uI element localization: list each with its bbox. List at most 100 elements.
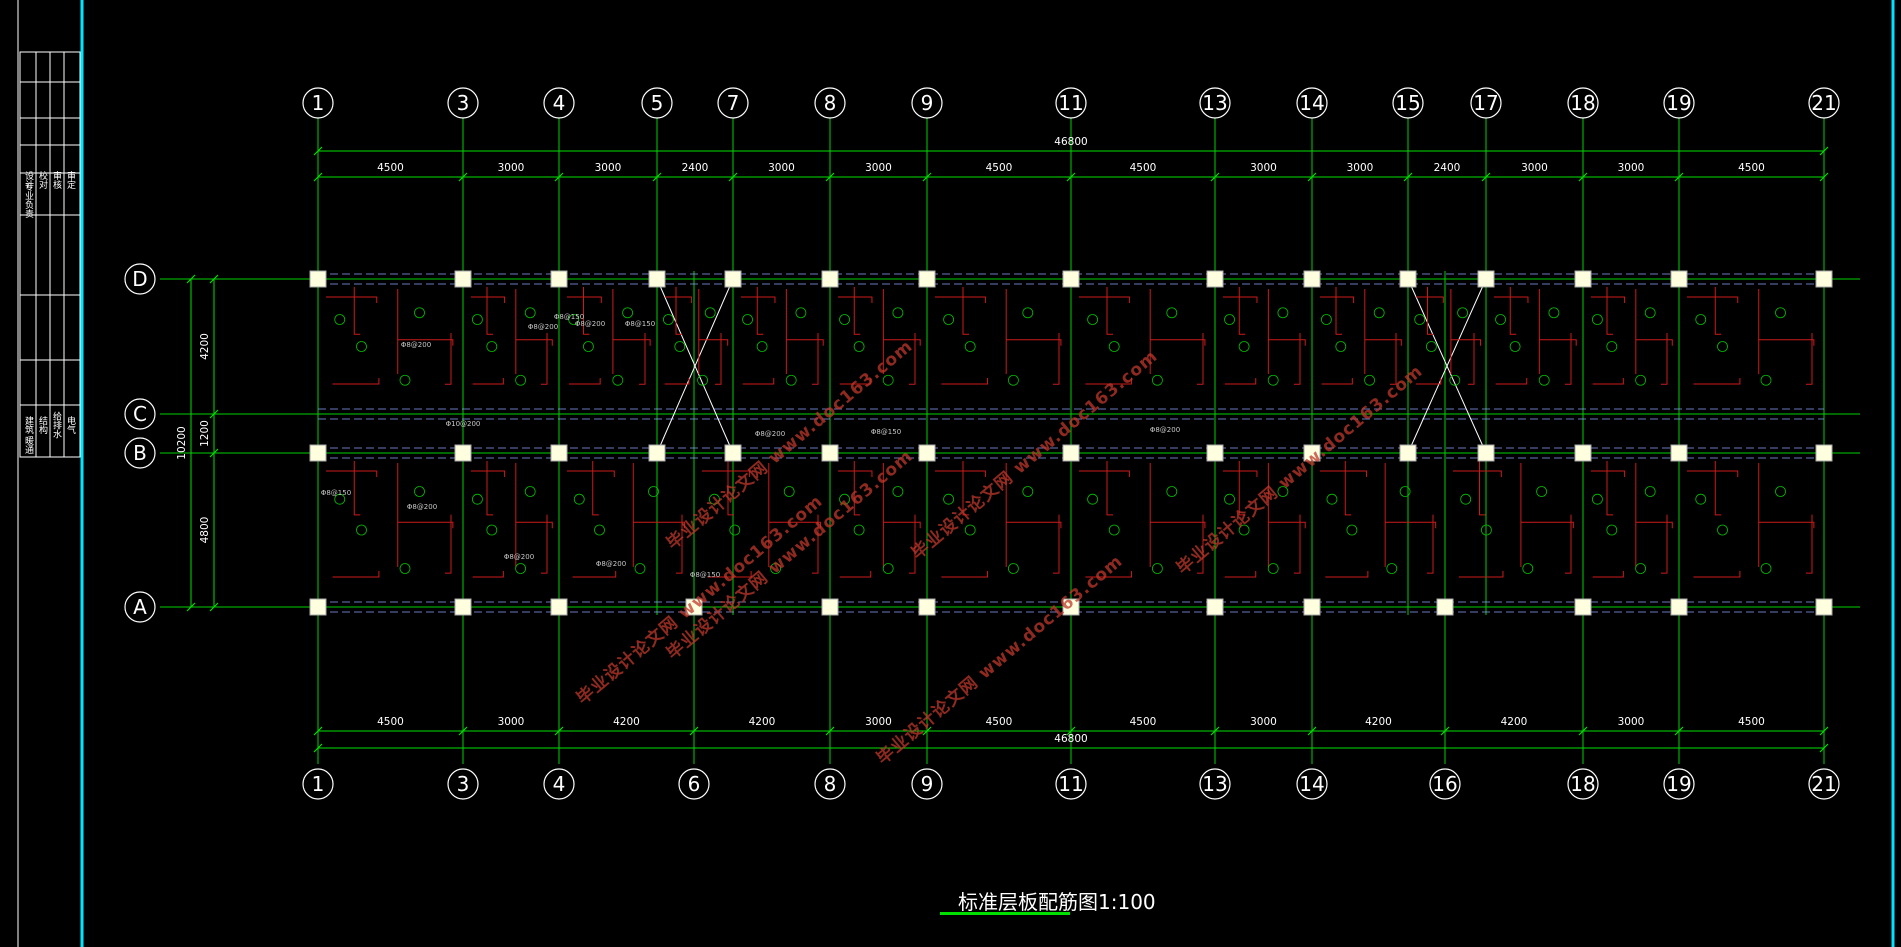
column — [1303, 270, 1321, 288]
dimension-tick — [554, 726, 564, 736]
column — [454, 270, 472, 288]
negative-rebar — [1661, 333, 1668, 385]
rebar-note: Φ8@200 — [1150, 426, 1180, 434]
negative-rebar — [486, 461, 493, 516]
negative-rebar — [471, 470, 506, 477]
axis-bubble — [814, 768, 846, 800]
rebar-id-marker — [729, 524, 741, 536]
negative-rebar — [715, 333, 722, 385]
axis-label: 8 — [824, 91, 837, 115]
column — [1815, 444, 1833, 462]
rebar-note: Φ8@200 — [504, 553, 534, 561]
negative-rebar — [675, 287, 682, 335]
title-block-label: 审定 — [65, 170, 76, 190]
title-block-label: 校对 — [37, 170, 48, 189]
rebar-note: Φ8@150 — [554, 313, 584, 321]
dimension-tick — [313, 146, 323, 156]
rebar-id-marker — [1522, 563, 1534, 574]
negative-rebar — [1321, 378, 1353, 385]
negative-rebar — [1592, 571, 1624, 578]
dimension-tick — [1578, 172, 1588, 182]
rebar-annotations: Φ8@150Φ8@200Φ8@200Φ10@200Φ8@200Φ8@150Φ8@… — [321, 313, 1180, 579]
span-dimension: 2400 — [1434, 162, 1461, 174]
negative-rebar — [1714, 461, 1722, 516]
axis-label: 5 — [651, 91, 664, 115]
negative-rebar — [1268, 521, 1306, 529]
rebar-id-marker — [964, 524, 976, 536]
span-dimension: 4500 — [986, 716, 1013, 728]
negative-rebar — [353, 287, 361, 335]
rebar-id-marker — [1238, 524, 1250, 536]
negative-rebar — [326, 296, 378, 303]
negative-rebar — [1450, 339, 1482, 346]
axis-bubble — [1567, 87, 1599, 119]
rebar-id-marker — [1414, 314, 1426, 325]
negative-rebar — [1458, 571, 1504, 578]
negative-rebar — [676, 514, 683, 574]
rebar-id-marker — [1346, 524, 1358, 536]
rebar-note: Φ8@200 — [407, 503, 437, 511]
rebar-id-marker — [1087, 314, 1098, 325]
rebar-id-marker — [1321, 314, 1332, 325]
stair-cross — [656, 278, 734, 454]
rebar-id-marker — [1267, 563, 1279, 574]
rebar-id-marker — [709, 493, 720, 505]
axis-bubble — [1199, 768, 1231, 800]
rebar-id-marker — [1536, 486, 1547, 497]
axis-bubble — [1055, 87, 1087, 119]
span-dimension: 2400 — [682, 162, 709, 174]
rebar-id-marker — [1592, 314, 1603, 325]
rebar-id-marker — [663, 314, 674, 325]
negative-rebar — [567, 296, 602, 303]
negative-rebar — [1495, 378, 1528, 385]
negative-rebar — [883, 339, 921, 346]
span-dimension: 4500 — [1130, 162, 1157, 174]
caption-scale: 1:100 — [1098, 890, 1156, 914]
axis-bubble — [1296, 768, 1328, 800]
title-block: 设计校对审核审定专业负责建筑结构给排水电气暖通 — [19, 51, 81, 458]
column — [1062, 270, 1080, 288]
dimension-tick — [689, 726, 699, 736]
rebar-id-marker — [1108, 524, 1120, 536]
rebar-id-marker — [964, 341, 976, 352]
negative-rebar — [583, 287, 590, 335]
rebar-id-marker — [648, 486, 659, 497]
rebar-id-marker — [334, 314, 346, 325]
rebar-id-marker — [882, 563, 894, 574]
negative-rebar — [941, 378, 988, 385]
rebar-id-marker — [1644, 307, 1656, 319]
axis-bubble — [124, 398, 156, 430]
span-dimension: 4500 — [377, 716, 404, 728]
negative-rebar — [515, 521, 553, 529]
axis-label: 19 — [1666, 91, 1691, 115]
negative-rebar — [962, 287, 969, 335]
negative-rebar — [568, 378, 601, 385]
negative-rebar — [1661, 514, 1668, 574]
negative-rebar — [639, 333, 646, 385]
title-block-label: 审核 — [51, 170, 62, 190]
dimension-tick — [1578, 726, 1588, 736]
negative-rebar — [1693, 571, 1741, 578]
column — [648, 270, 666, 288]
negative-rebar — [1224, 378, 1257, 385]
rebar-id-marker — [515, 563, 526, 574]
axis-label: C — [133, 402, 147, 426]
negative-rebar — [786, 339, 824, 346]
negative-rebar — [472, 571, 504, 578]
negative-rebar — [935, 470, 986, 477]
dimension-tick — [209, 448, 219, 458]
column — [821, 598, 839, 616]
rebar-id-marker — [399, 374, 411, 386]
negative-rebar — [1085, 378, 1132, 385]
negative-rebar — [727, 461, 734, 516]
rebar-id-marker — [853, 341, 865, 352]
dimension-tick — [186, 602, 196, 612]
column — [1399, 270, 1417, 288]
column — [454, 598, 472, 616]
negative-rebar — [883, 521, 921, 529]
axis-label: 15 — [1395, 91, 1420, 115]
span-dimension: 4200 — [1365, 716, 1392, 728]
rebar-id-marker — [1166, 486, 1178, 497]
axis-label: D — [132, 267, 147, 291]
